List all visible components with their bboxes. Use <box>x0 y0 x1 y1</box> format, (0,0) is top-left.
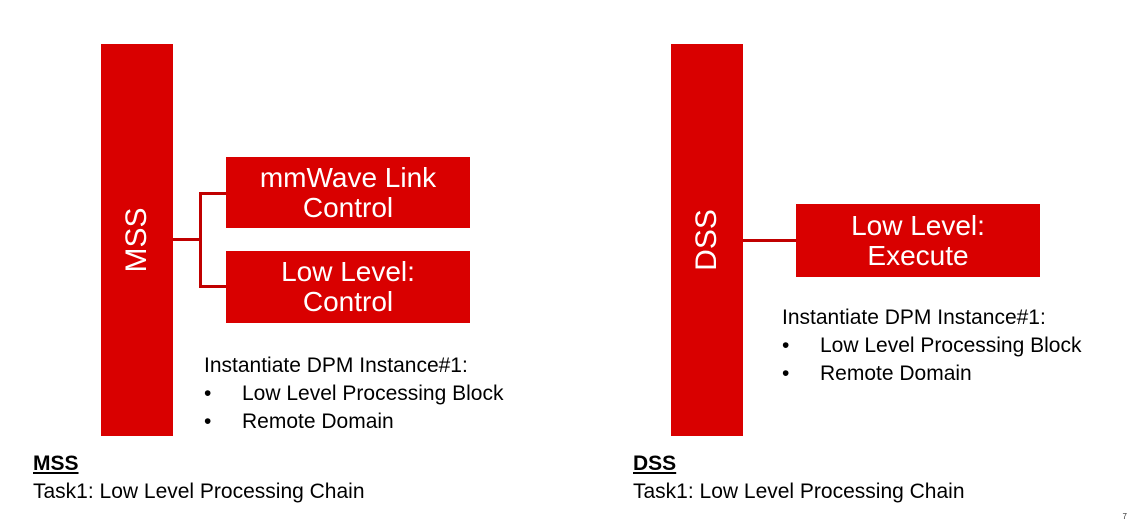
mss-connector-top <box>199 192 227 195</box>
dss-connector <box>743 239 797 242</box>
low-level-control-box: Low Level: Control <box>226 251 470 323</box>
low-level-execute-line2: Execute <box>867 239 969 271</box>
bullet-glyph: • <box>782 362 790 385</box>
mss-connector-stem <box>173 238 201 241</box>
dss-dpm-note-heading: Instantiate DPM Instance#1: <box>782 306 1046 329</box>
dss-bar-label: DSS <box>690 209 723 271</box>
dss-dpm-note: Instantiate DPM Instance#1: • Low Level … <box>782 304 1081 388</box>
mmwave-link-control-line1: mmWave Link <box>259 161 437 193</box>
bullet-glyph: • <box>204 410 212 433</box>
low-level-execute-line1: Low Level: <box>851 209 985 241</box>
dss-dpm-bullet-text: Remote Domain <box>820 362 972 385</box>
low-level-execute-box: Low Level: Execute <box>796 204 1040 277</box>
mss-connector-vertical <box>199 192 202 287</box>
dss-dpm-bullet-list: • Low Level Processing Block • Remote Do… <box>782 332 1081 388</box>
mss-dpm-note-heading: Instantiate DPM Instance#1: <box>204 354 468 377</box>
page-number: 7 <box>1122 512 1127 521</box>
bullet-glyph: • <box>782 334 790 357</box>
mmwave-link-control-box: mmWave Link Control <box>226 157 470 228</box>
mss-caption-heading: MSS <box>33 452 79 475</box>
dss-dpm-bullet-text: Low Level Processing Block <box>820 334 1082 357</box>
bullet-glyph: • <box>204 382 212 405</box>
mss-bar: MSS <box>101 44 173 436</box>
mss-dpm-bullet-item: • Remote Domain <box>204 408 503 436</box>
mss-caption: MSS Task1: Low Level Processing Chain <box>33 450 365 506</box>
dss-caption: DSS Task1: Low Level Processing Chain <box>633 450 965 506</box>
mss-dpm-bullet-item: • Low Level Processing Block <box>204 380 503 408</box>
dss-dpm-bullet-item: • Remote Domain <box>782 360 1081 388</box>
mmwave-link-control-line2: Control <box>302 191 394 223</box>
low-level-control-line1: Low Level: <box>281 256 415 287</box>
low-level-control-line2: Control <box>302 286 394 317</box>
mss-bar-label: MSS <box>120 207 153 273</box>
mss-dpm-bullet-text: Remote Domain <box>242 410 394 433</box>
mss-dpm-note: Instantiate DPM Instance#1: • Low Level … <box>204 352 503 436</box>
dss-caption-text: Task1: Low Level Processing Chain <box>633 480 965 503</box>
mss-connector-bottom <box>199 285 227 288</box>
mss-dpm-bullet-list: • Low Level Processing Block • Remote Do… <box>204 380 503 436</box>
mss-dpm-bullet-text: Low Level Processing Block <box>242 382 504 405</box>
dss-caption-heading: DSS <box>633 452 677 475</box>
dss-dpm-bullet-item: • Low Level Processing Block <box>782 332 1081 360</box>
dss-bar: DSS <box>671 44 743 436</box>
mss-caption-text: Task1: Low Level Processing Chain <box>33 480 365 503</box>
